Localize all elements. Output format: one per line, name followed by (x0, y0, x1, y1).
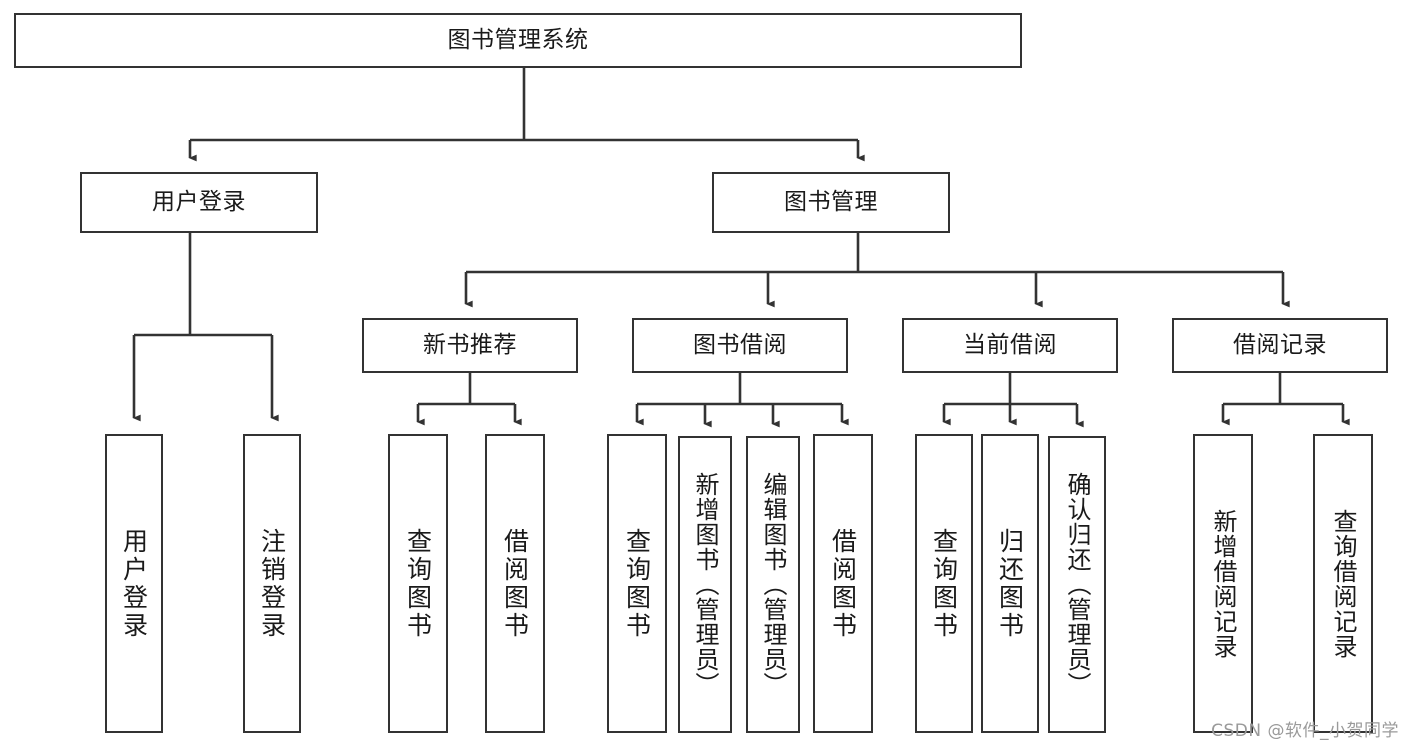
node-leaf-return-book-label: 归还图书 (995, 527, 1025, 640)
node-leaf-edit-book[interactable]: 编辑图书（管理员） (746, 436, 800, 733)
node-leaf-edit-book-label: 编辑图书（管理员） (759, 472, 787, 697)
node-user-login-label: 用户登录 (152, 188, 246, 215)
node-root-label: 图书管理系统 (447, 26, 589, 53)
node-leaf-query-book-1[interactable]: 查询图书 (388, 434, 448, 733)
node-leaf-add-record[interactable]: 新增借阅记录 (1193, 434, 1253, 733)
node-leaf-query-book-3-label: 查询图书 (929, 527, 959, 640)
node-leaf-borrow-book-1[interactable]: 借阅图书 (485, 434, 545, 733)
node-current-borrow-label: 当前借阅 (963, 331, 1057, 358)
node-leaf-add-record-label: 新增借阅记录 (1209, 508, 1237, 659)
node-borrow-record-label: 借阅记录 (1233, 331, 1327, 358)
node-leaf-borrow-book-2-label: 借阅图书 (828, 527, 858, 640)
node-new-book-recommend[interactable]: 新书推荐 (362, 318, 578, 373)
node-leaf-user-logout-label: 注销登录 (257, 527, 287, 640)
node-leaf-borrow-book-2[interactable]: 借阅图书 (813, 434, 873, 733)
node-book-borrow[interactable]: 图书借阅 (632, 318, 848, 373)
node-book-borrow-label: 图书借阅 (693, 331, 787, 358)
node-leaf-confirm-return-label: 确认归还（管理员） (1063, 472, 1091, 697)
node-leaf-user-logout[interactable]: 注销登录 (243, 434, 301, 733)
node-leaf-query-book-3[interactable]: 查询图书 (915, 434, 973, 733)
node-leaf-confirm-return[interactable]: 确认归还（管理员） (1048, 436, 1106, 733)
node-leaf-user-login-label: 用户登录 (119, 527, 149, 640)
node-leaf-user-login[interactable]: 用户登录 (105, 434, 163, 733)
node-leaf-return-book[interactable]: 归还图书 (981, 434, 1039, 733)
node-leaf-add-book[interactable]: 新增图书（管理员） (678, 436, 732, 733)
node-root[interactable]: 图书管理系统 (14, 13, 1022, 68)
node-leaf-query-record-label: 查询借阅记录 (1329, 508, 1357, 659)
node-leaf-borrow-book-1-label: 借阅图书 (500, 527, 530, 640)
node-leaf-query-book-1-label: 查询图书 (403, 527, 433, 640)
node-borrow-record[interactable]: 借阅记录 (1172, 318, 1388, 373)
node-current-borrow[interactable]: 当前借阅 (902, 318, 1118, 373)
node-leaf-query-book-2-label: 查询图书 (622, 527, 652, 640)
node-user-login[interactable]: 用户登录 (80, 172, 318, 233)
node-leaf-query-book-2[interactable]: 查询图书 (607, 434, 667, 733)
node-leaf-query-record[interactable]: 查询借阅记录 (1313, 434, 1373, 733)
node-book-manage-label: 图书管理 (784, 188, 878, 215)
watermark: CSDN @软件_小贺同学 (1211, 721, 1399, 741)
node-new-book-recommend-label: 新书推荐 (423, 331, 517, 358)
node-book-manage[interactable]: 图书管理 (712, 172, 950, 233)
node-leaf-add-book-label: 新增图书（管理员） (691, 472, 719, 697)
